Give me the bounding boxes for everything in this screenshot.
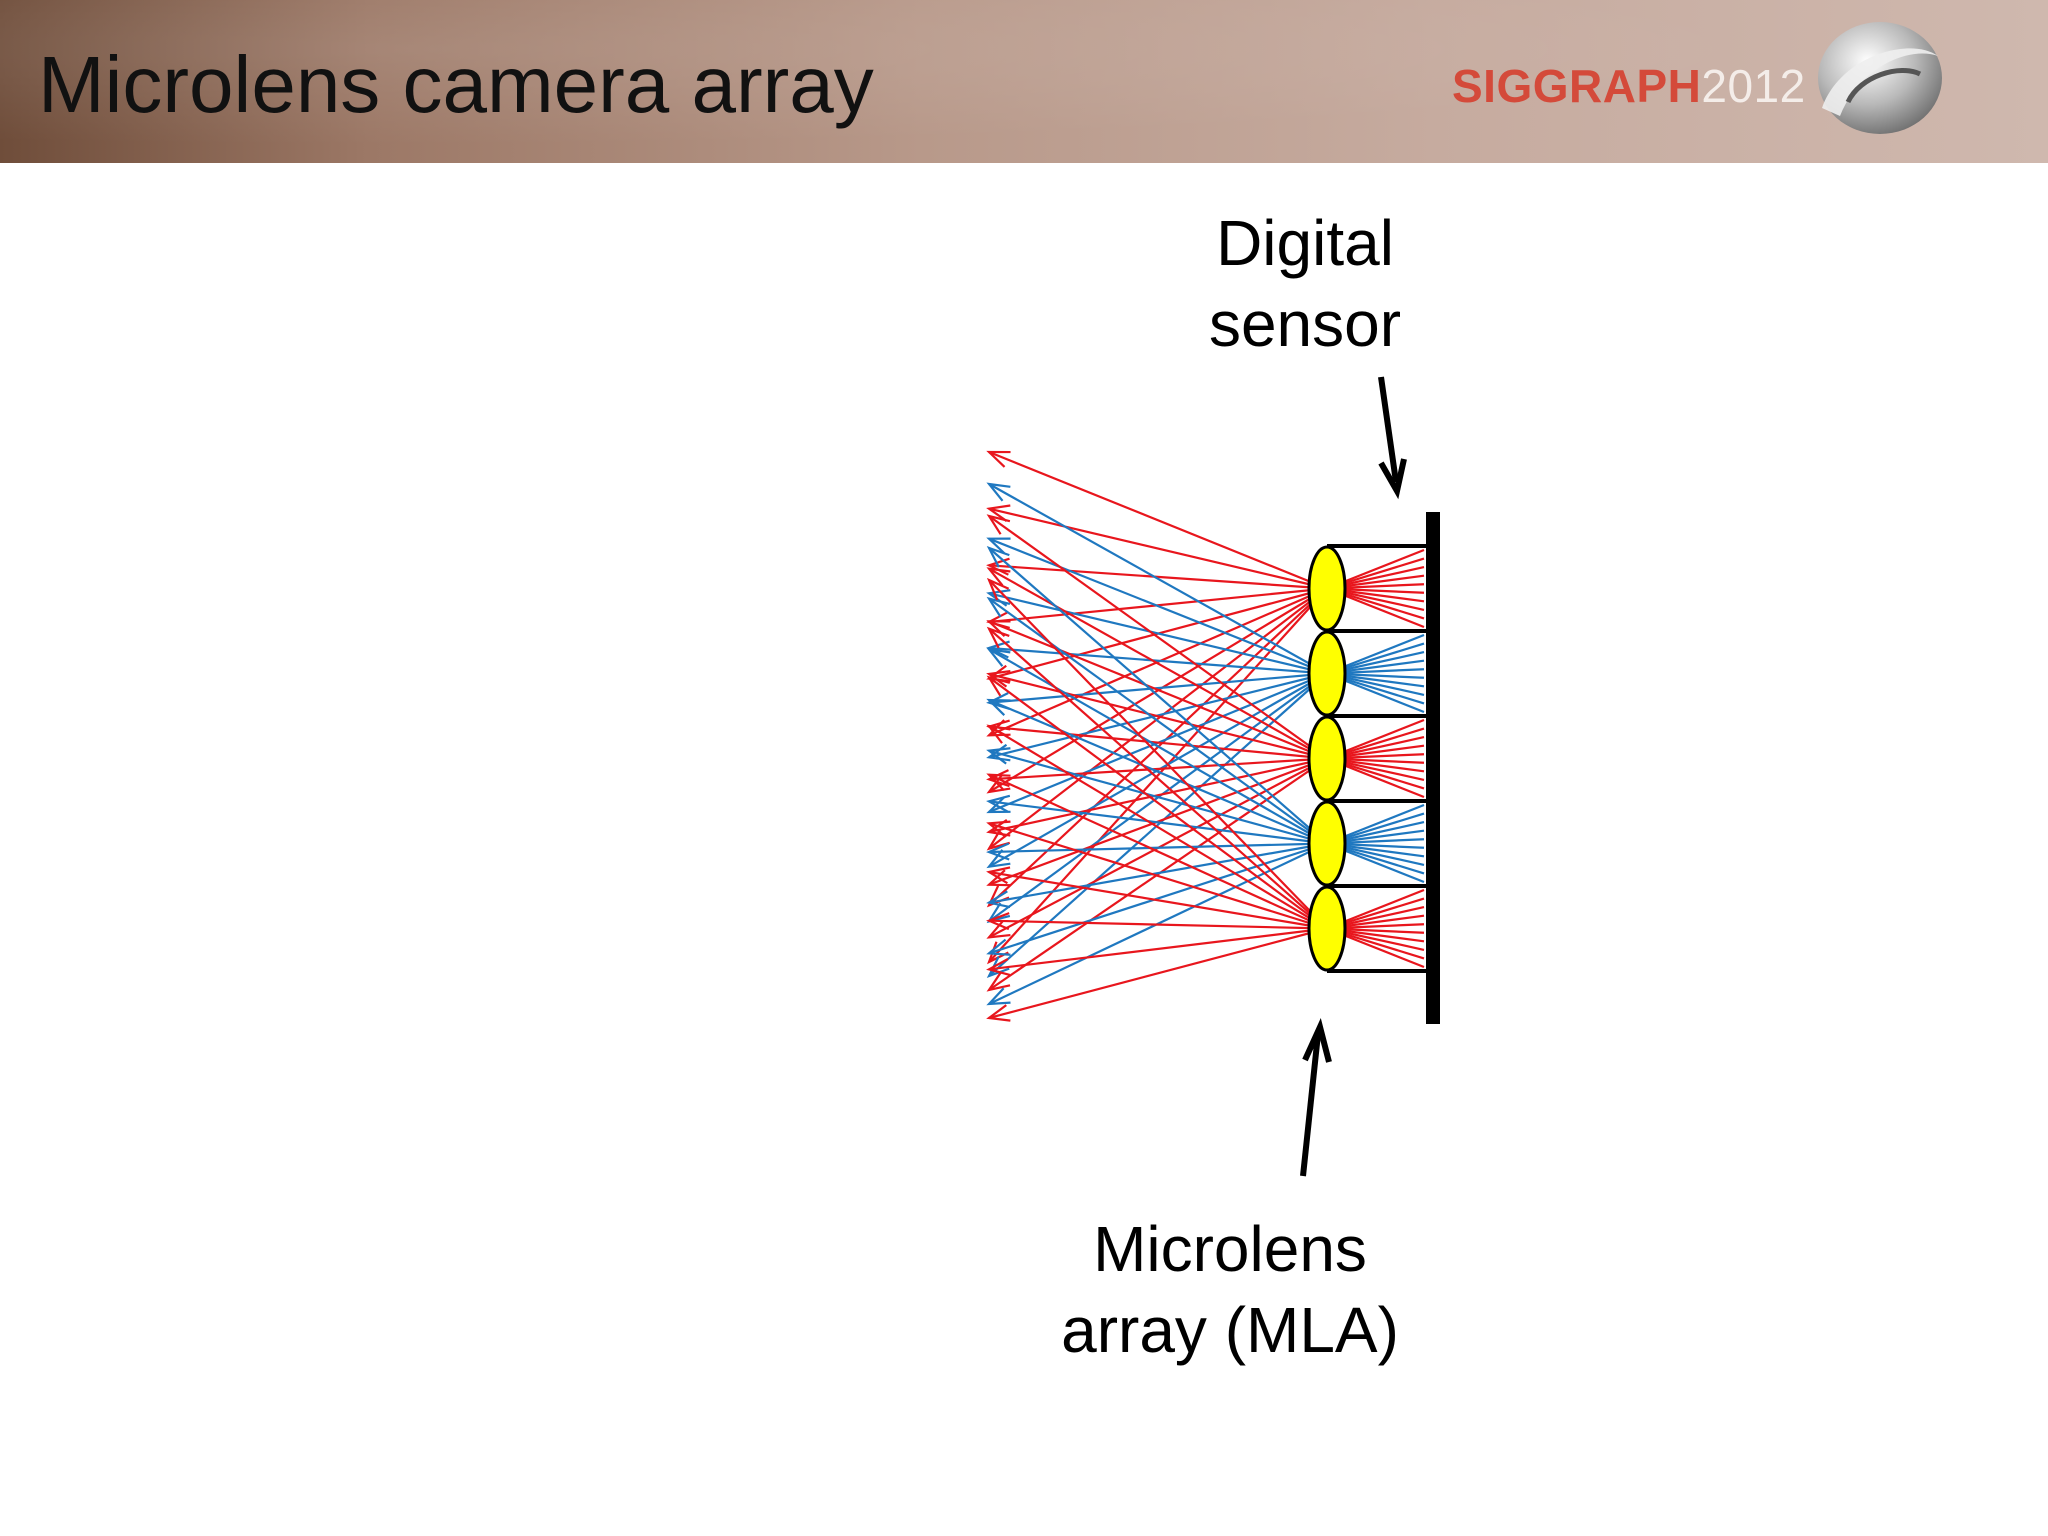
ray-outgoing xyxy=(988,567,1328,760)
ray-outgoing xyxy=(988,919,1328,930)
ray-outgoing xyxy=(988,757,1328,834)
ray-outgoing xyxy=(988,515,1328,760)
ray-outgoing xyxy=(988,927,1328,971)
title-bar xyxy=(0,0,2048,163)
ray-outgoing xyxy=(988,672,1328,868)
mla-label-line1: Microlens xyxy=(1093,1213,1367,1285)
slide-title: Microlens camera array xyxy=(38,40,874,129)
ray-outgoing xyxy=(988,757,1328,781)
ray-arrowhead xyxy=(986,820,1011,838)
lens-mounts xyxy=(1327,544,1426,973)
ray-outgoing xyxy=(988,587,1328,850)
ray-arrowhead xyxy=(986,773,1011,791)
ray-arrowhead xyxy=(986,829,1011,851)
mla-label: Microlens array (MLA) xyxy=(1010,1209,1450,1371)
ray-arrowhead xyxy=(986,920,1011,939)
microlens xyxy=(1307,885,1347,972)
microlens xyxy=(1307,715,1347,802)
ray-arrowhead xyxy=(986,958,1011,976)
ray-outgoing xyxy=(988,927,1328,1020)
ray-outgoing xyxy=(988,676,1328,930)
ray-outgoing xyxy=(988,672,1328,760)
siggraph-wordmark: SIGGRAPH2012 xyxy=(1452,56,1806,116)
ray-arrowhead xyxy=(986,669,1011,688)
brand-year: 2012 xyxy=(1701,60,1806,112)
ray-arrowhead xyxy=(986,956,1010,978)
siggraph-logo-icon xyxy=(1818,22,1942,134)
mla-pointer-arrow xyxy=(1300,1018,1332,1177)
ray-arrowhead xyxy=(986,675,1011,697)
ray-outgoing xyxy=(988,627,1328,930)
ray-arrowhead xyxy=(986,504,1011,522)
sensor-pointer-arrow xyxy=(1378,376,1407,500)
ray-outgoing xyxy=(988,483,1328,675)
ray-arrowhead xyxy=(986,747,1011,765)
digital-sensor-label: Digital sensor xyxy=(1180,203,1430,365)
ray-arrowhead xyxy=(986,890,1011,909)
ray-outgoing xyxy=(988,842,1328,955)
ray-arrowhead xyxy=(986,537,1011,555)
ray-arrowhead xyxy=(986,724,1011,744)
ray-arrowhead xyxy=(986,971,1011,992)
ray-outgoing xyxy=(988,648,1328,845)
ray-outgoing xyxy=(988,773,1328,930)
ray-outgoing xyxy=(988,579,1328,930)
ray-outgoing xyxy=(988,870,1328,930)
ray-arrowhead xyxy=(986,842,1010,861)
ray-arrowhead xyxy=(986,514,1011,535)
ray-outgoing xyxy=(988,698,1328,845)
ray-arrowhead xyxy=(986,987,1011,1006)
ray-arrowhead xyxy=(986,482,1011,502)
digital-sensor xyxy=(1426,512,1440,1024)
ray-outgoing xyxy=(988,822,1328,930)
lens-ray-fan xyxy=(986,577,1425,1022)
ray-arrowhead xyxy=(986,1004,1011,1022)
ray-outgoing xyxy=(988,749,1328,845)
ray-arrowhead xyxy=(986,596,1011,618)
ray-arrowhead xyxy=(986,769,1010,788)
microlenses xyxy=(1307,545,1347,972)
ray-arrowhead xyxy=(986,938,1011,956)
ray-arrowhead xyxy=(986,640,1010,659)
ray-arrowhead xyxy=(986,794,1011,813)
ray-arrowhead xyxy=(986,869,1011,887)
ray-outgoing xyxy=(988,450,1328,590)
brand-name: SIGGRAPH xyxy=(1452,60,1702,112)
ray-outgoing xyxy=(988,646,1328,675)
ray-arrowhead xyxy=(986,626,1010,649)
sensor-label-line1: Digital xyxy=(1216,207,1394,279)
ray-arrowhead xyxy=(986,647,1011,667)
ray-arrowhead xyxy=(986,567,1011,587)
ray-outgoing xyxy=(988,587,1328,737)
microlens xyxy=(1307,545,1347,632)
sensor-label-line2: sensor xyxy=(1208,288,1402,360)
ray-outgoing xyxy=(988,564,1328,590)
ray-outgoing xyxy=(988,757,1328,991)
microlens xyxy=(1307,630,1347,717)
ray-outgoing xyxy=(988,672,1328,704)
ray-outgoing xyxy=(988,507,1328,590)
ray-outgoing xyxy=(988,725,1328,930)
ray-arrowhead xyxy=(986,866,1011,885)
lens-ray-fan xyxy=(986,482,1425,978)
ray-outgoing xyxy=(988,842,1328,904)
ray-outgoing xyxy=(988,672,1328,977)
ray-arrowhead xyxy=(986,912,1010,931)
ray-outgoing xyxy=(988,725,1328,760)
ray-outgoing xyxy=(988,842,1328,854)
ray-outgoing xyxy=(988,547,1328,845)
microlens xyxy=(1307,800,1347,887)
ray-arrowhead xyxy=(986,546,1010,568)
light-rays xyxy=(986,450,1425,1022)
ray-outgoing xyxy=(988,800,1328,845)
ray-arrowhead xyxy=(986,698,1011,716)
ray-arrowhead xyxy=(986,577,1010,601)
mla-label-line2: array (MLA) xyxy=(1061,1294,1399,1366)
ray-outgoing xyxy=(988,537,1328,675)
ray-outgoing xyxy=(988,592,1328,675)
ray-arrowhead xyxy=(986,450,1011,468)
ray-outgoing xyxy=(988,620,1328,760)
